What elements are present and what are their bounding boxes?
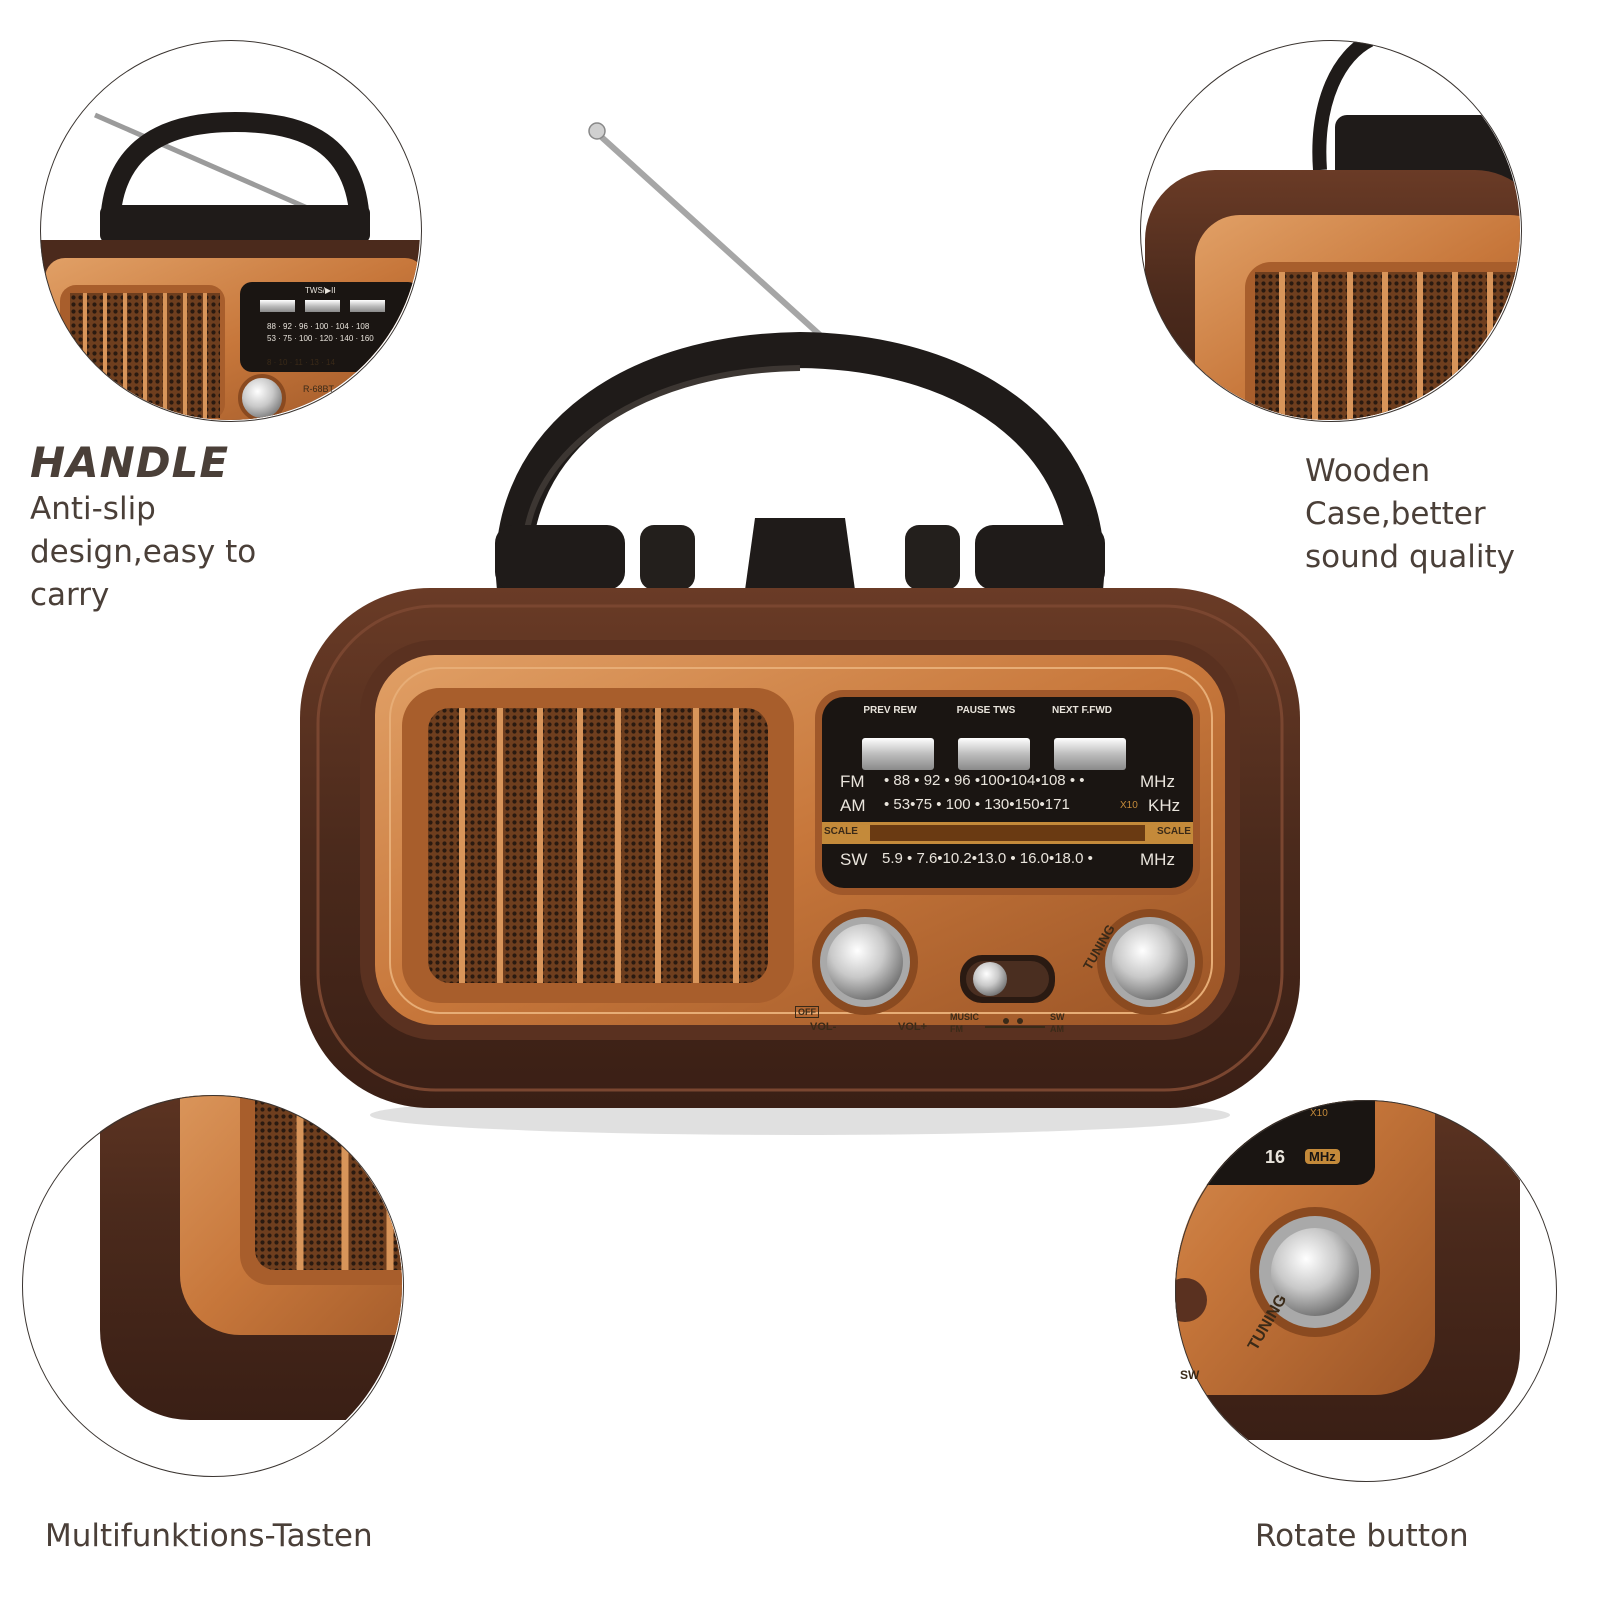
pause-tws-label: PAUSE TWS [956, 705, 1016, 716]
detail-am-row: 53 · 75 · 100 · 120 · 140 · 160 [267, 334, 374, 343]
detail-sw-label: SW [1180, 1368, 1200, 1382]
detail-sw-row: 8 · 10 · 11 · 13 · 14 [267, 358, 335, 367]
wooden-case-description: Wooden Case,better sound quality [1305, 453, 1515, 575]
sw-values: 5.9 • 7.6•10.2•13.0 • 16.0•18.0 • [882, 850, 1093, 867]
scale-label-left: SCALE [824, 826, 858, 837]
pause-tws-button[interactable] [958, 738, 1030, 770]
multi-buttons-detail-circle [22, 1095, 404, 1477]
next-ffwd-button[interactable] [1054, 738, 1126, 770]
vol-plus-label: VOL+ [898, 1021, 928, 1033]
tuning-knob[interactable] [1097, 909, 1203, 1015]
switch-fm-label: FM [950, 1024, 963, 1034]
sw-scale-row: SW 5.9 • 7.6•10.2•13.0 • 16.0•18.0 • MHz [832, 850, 1190, 870]
detail-multiplier: X10 [1310, 1108, 1328, 1119]
handle-detail-circle [40, 40, 422, 422]
multi-buttons-caption: Multifunktions-Tasten [45, 1518, 373, 1554]
off-label: OFF [795, 1006, 819, 1018]
volume-knob[interactable] [812, 909, 918, 1015]
handle-title: HANDLE [30, 438, 230, 487]
detail-model-label: R-68BT [303, 384, 335, 394]
sw-band: SW [840, 850, 868, 869]
fm-values: • 88 • 92 • 96 •100•104•108 • • [884, 772, 1085, 789]
prev-rew-button[interactable] [862, 738, 934, 770]
detail-rotate-panel: 16 MHz [1255, 1147, 1375, 1177]
handle-description: Anti-slip design,easy to carry [30, 491, 257, 613]
sw-unit: MHz [1140, 850, 1175, 869]
radio-dial-panel: PREV REW PAUSE TWS NEXT F.FWD FM • 88 • … [824, 705, 1191, 890]
detail-fm-row: 88 · 92 · 96 · 100 · 104 · 108 [267, 322, 370, 331]
fm-band: FM [840, 772, 865, 791]
am-unit: KHz [1148, 796, 1181, 815]
am-scale-row: AM • 53•75 • 100 • 130•150•171 X10 KHz [832, 796, 1190, 816]
detail-freq: 16 [1265, 1147, 1286, 1167]
prev-rew-label: PREV REW [863, 705, 917, 716]
switch-am-label: AM [1050, 1024, 1064, 1034]
switch-music-label: MUSIC [950, 1012, 979, 1022]
switch-sw-label: SW [1050, 1012, 1065, 1022]
scale-label-right: SCALE [1157, 826, 1191, 837]
detail-unit: MHz [1305, 1149, 1340, 1164]
am-values: • 53•75 • 100 • 130•150•171 [884, 796, 1070, 813]
rotate-button-caption: Rotate button [1255, 1518, 1469, 1554]
am-multiplier: X10 [1120, 800, 1138, 811]
vol-minus-label: VOL- [810, 1021, 837, 1033]
rotate-button-detail-circle [1175, 1100, 1557, 1482]
fm-unit: MHz [1140, 772, 1175, 791]
band-switch[interactable] [960, 955, 1055, 1003]
detail-tws-label: TWS/▶II [305, 286, 336, 295]
am-band: AM [840, 796, 866, 815]
next-ffwd-label: NEXT F.FWD [1052, 705, 1112, 716]
wooden-case-detail-circle [1140, 40, 1522, 422]
fm-scale-row: FM • 88 • 92 • 96 •100•104•108 • • MHz [832, 772, 1190, 792]
